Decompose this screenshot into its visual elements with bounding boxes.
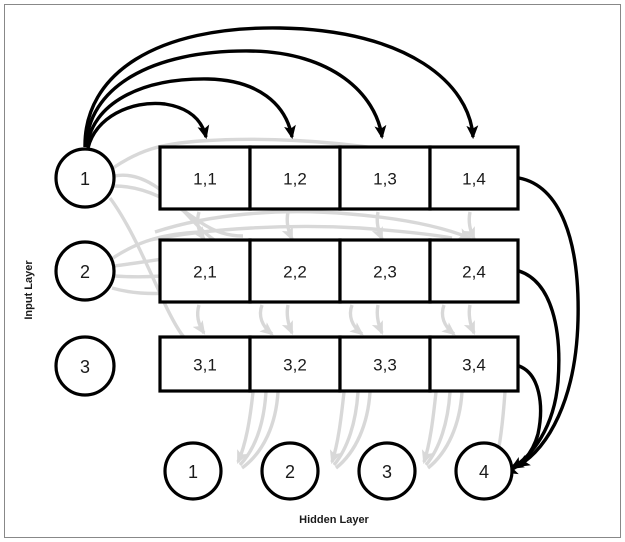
matrix-cell-3-3-label: 3,3: [373, 356, 397, 375]
matrix-cell-2-4-label: 2,4: [462, 263, 486, 282]
matrix-cell-3-2[interactable]: [248, 335, 342, 393]
muted-edge-r2-x2: [348, 304, 364, 336]
muted-edge-r2-x1: [258, 304, 274, 336]
muted-edge-r3-to-h1c: [240, 391, 280, 470]
highlight-edge-in1-to-cell-1-1: [86, 101, 210, 149]
matrix-cell-1-1[interactable]: [158, 145, 252, 211]
muted-edge-r1c4-down: [463, 211, 476, 241]
matrix-cell-2-2-label: 2,2: [283, 263, 307, 282]
muted-edge-r2c2-down: [281, 304, 294, 335]
weight-matrix-row: 2,1 2,2 2,3 2,4: [158, 238, 520, 304]
input-layer-group: 1 2 3: [54, 147, 116, 397]
muted-edge-r1c3-down: [371, 211, 384, 241]
muted-edge-r2c1-down: [192, 304, 206, 335]
hidden-node-1[interactable]: 1: [163, 441, 223, 501]
input-node-1[interactable]: 1: [54, 147, 116, 209]
input-node-2[interactable]: 2: [54, 240, 116, 302]
muted-edge-r3-to-h3b: [424, 391, 452, 467]
matrix-cell-3-4[interactable]: [428, 335, 520, 393]
input-node-2-label: 2: [80, 262, 90, 282]
highlight-edges-col4-to-hidden4: [503, 176, 580, 475]
muted-edge-r3-to-h2c: [334, 391, 372, 470]
hidden-node-2-label: 2: [285, 462, 295, 482]
hidden-node-4[interactable]: 4: [454, 441, 514, 501]
highlight-edge-in1-to-cell-1-4: [83, 26, 479, 148]
highlight-edge-in1-to-cell-1-2: [85, 77, 296, 148]
muted-edge-r2c4-down: [463, 304, 476, 335]
matrix-cell-3-1[interactable]: [158, 335, 252, 393]
matrix-cell-1-4-label: 1,4: [462, 170, 486, 189]
highlight-edge-in1-to-cell-1-3: [84, 49, 387, 148]
muted-edge-r1c1-down: [192, 211, 206, 241]
muted-edge-r1-sweep-b: [149, 224, 453, 242]
weight-matrix-group: 1,1 1,2 1,3 1,4 2,1 2,2 2,3 2,4: [158, 145, 520, 393]
matrix-cell-3-3[interactable]: [338, 335, 432, 393]
highlight-edges-input1-to-row1: [83, 26, 479, 149]
hidden-layer-group: 1 2 3 4: [163, 441, 514, 501]
highlight-edge-cell-3-4-to-hidden-4: [503, 364, 543, 475]
weight-matrix-row: 1,1 1,2 1,3 1,4: [158, 145, 520, 211]
matrix-cell-1-3-label: 1,3: [373, 170, 397, 189]
matrix-cell-2-3-label: 2,3: [373, 263, 397, 282]
matrix-cell-3-1-label: 3,1: [193, 356, 217, 375]
muted-edge-r3-to-h2: [329, 391, 346, 465]
input-node-1-label: 1: [80, 169, 90, 189]
muted-edge-r2-x3: [440, 304, 456, 336]
input-node-3[interactable]: 3: [54, 335, 116, 397]
muted-edge-r3-to-h1: [236, 391, 255, 464]
matrix-cell-1-1-label: 1,1: [193, 170, 217, 189]
hidden-node-1-label: 1: [188, 462, 198, 482]
muted-edges-row1-to-row2: [149, 210, 476, 242]
matrix-cell-2-4[interactable]: [428, 238, 520, 304]
muted-edge-r3-to-h2b: [332, 391, 360, 467]
muted-edge-r3-to-h3c: [426, 391, 464, 470]
muted-edges-row2-to-row3: [192, 304, 476, 336]
hidden-node-3-label: 3: [382, 462, 392, 482]
muted-edge-r1-sweep-a: [154, 210, 473, 240]
hidden-node-3[interactable]: 3: [357, 441, 417, 501]
input-node-3-label: 3: [80, 357, 90, 377]
matrix-cell-2-1[interactable]: [158, 238, 252, 304]
matrix-cell-2-2[interactable]: [248, 238, 342, 304]
matrix-cell-2-3[interactable]: [338, 238, 432, 304]
weight-matrix-row: 3,1 3,2 3,3 3,4: [158, 335, 520, 393]
muted-edge-r2c3-down: [371, 304, 384, 335]
highlight-edge-cell-1-4-to-hidden-4: [516, 176, 580, 468]
muted-edge-r3-to-h1b: [238, 391, 268, 467]
input-layer-axis-label: Input Layer: [23, 260, 35, 320]
matrix-cell-2-1-label: 2,1: [193, 263, 217, 282]
muted-edges-row3-to-hidden: [236, 391, 507, 470]
matrix-cell-3-2-label: 3,2: [283, 356, 307, 375]
hidden-node-4-label: 4: [479, 462, 489, 482]
matrix-cell-3-4-label: 3,4: [462, 356, 486, 375]
muted-edge-r3-to-h3: [421, 391, 438, 465]
matrix-cell-1-4[interactable]: [428, 145, 520, 211]
matrix-cell-1-2-label: 1,2: [283, 170, 307, 189]
hidden-layer-axis-label: Hidden Layer: [299, 514, 369, 526]
hidden-node-2[interactable]: 2: [260, 441, 320, 501]
matrix-cell-1-2[interactable]: [248, 145, 342, 211]
